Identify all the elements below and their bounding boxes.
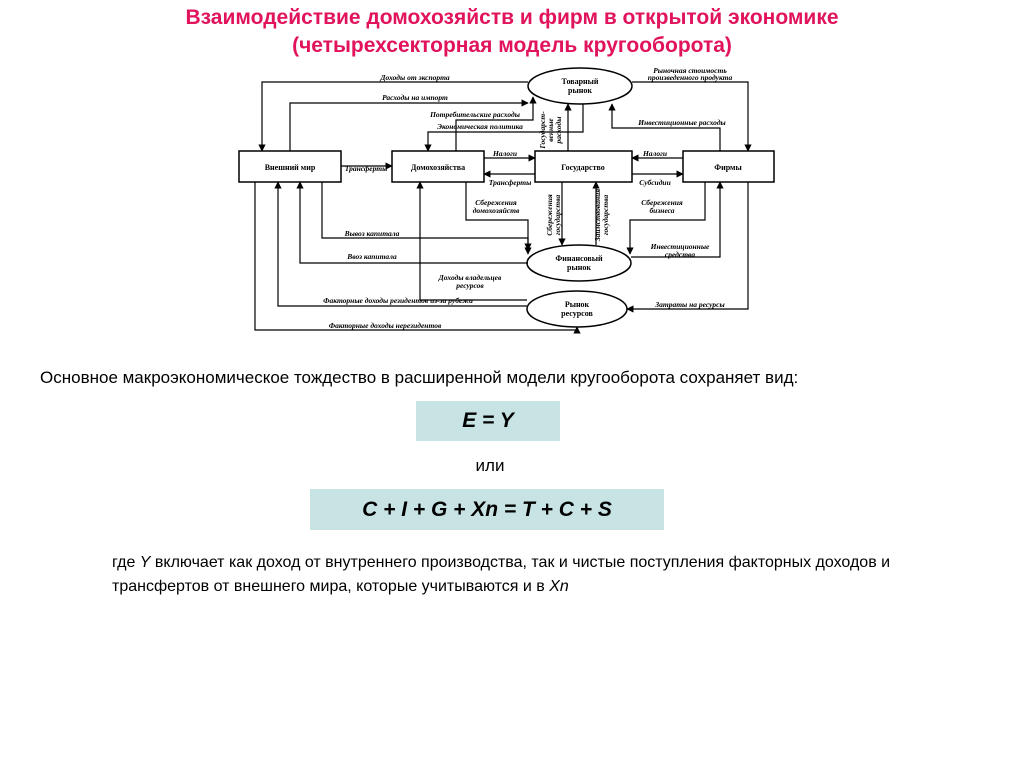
flow-business-savings-1: Сбережения — [641, 198, 683, 207]
flow-household-savings-1: Сбережения — [475, 198, 517, 207]
flow-subsidies: Субсидии — [639, 178, 671, 187]
svg-text:Государство: Государство — [561, 163, 605, 172]
flow-gov-borrowing-2: государства — [601, 194, 610, 235]
flow-taxes-households: Налоги — [492, 149, 517, 158]
svg-text:Внешний мир: Внешний мир — [265, 163, 316, 172]
government-box: Государство — [534, 150, 633, 183]
world-box: Внешний мир — [238, 150, 342, 183]
firms-box: Фирмы — [682, 150, 775, 183]
note-xn: Xn — [549, 578, 569, 595]
flow-export-income: Доходы от экспорта — [379, 73, 450, 82]
title-line-1: Взаимодействие домохозяйств и фирм в отк… — [185, 6, 839, 29]
flow-transfers-world: Трансферты — [345, 164, 388, 173]
flow-transfers-gov: Трансферты — [489, 178, 532, 187]
svg-text:рынок: рынок — [568, 86, 592, 95]
note-part-2: включает как доход от внутреннего произв… — [112, 554, 891, 595]
explanation-note: где Y включает как доход от внутреннего … — [112, 551, 932, 599]
flow-household-savings-2: домохозяйств — [473, 206, 520, 215]
identity-intro: Основное макроэкономическое тождество в … — [40, 368, 799, 387]
flow-capital-inflow: Ввоз капитала — [346, 252, 397, 261]
flow-factor-income-nonresidents: Факторные доходы нерезидентов — [329, 321, 442, 330]
or-label: или — [475, 456, 505, 475]
flow-gov-spending-3: расходы — [554, 117, 563, 145]
flow-capital-outflow: Вывоз капитала — [344, 229, 400, 238]
flow-gov-spending-1: Государст- — [538, 111, 547, 150]
formula-e-equals-y: E = Y — [416, 401, 560, 441]
flow-gov-spending-2: венные — [546, 118, 555, 142]
svg-text:Рынок: Рынок — [565, 300, 590, 309]
svg-text:Домохозяйства: Домохозяйства — [411, 163, 465, 172]
svg-text:Финансовый: Финансовый — [555, 254, 603, 263]
formula-expanded: C + I + G + Xn = T + C + S — [310, 489, 664, 530]
flow-factor-income-abroad: Факторные доходы резидентов из-за рубежа — [323, 296, 473, 305]
flow-investment-spending: Инвестиционные расходы — [637, 118, 726, 127]
flow-resource-costs: Затраты на ресурсы — [654, 300, 724, 309]
page-title: Взаимодействие домохозяйств и фирм в отк… — [0, 4, 1024, 60]
note-y: Y — [139, 554, 151, 571]
flow-taxes-firms: Налоги — [642, 149, 667, 158]
flow-consumer-spending: Потребительские расходы — [429, 110, 520, 119]
flow-investment-funds-1: Инвестиционные — [650, 242, 710, 251]
flow-import-expenses: Расходы на импорт — [382, 93, 448, 102]
circular-flow-diagram: Внешний мир Домохозяйства Государство Фи… — [238, 66, 775, 334]
title-line-2: (четырехсекторная модель кругооборота) — [292, 34, 732, 57]
households-box: Домохозяйства — [391, 150, 485, 183]
flow-market-value-1: Рыночная стоимость — [653, 66, 727, 75]
flow-market-value-2: произведенного продукта — [648, 73, 733, 82]
svg-text:ресурсов: ресурсов — [561, 309, 593, 318]
flow-economic-policy: Экономическая политика — [437, 122, 523, 131]
flow-resource-income-1: Доходы владельцев — [438, 273, 502, 282]
svg-text:Фирмы: Фирмы — [714, 163, 742, 172]
flow-resource-income-2: ресурсов — [455, 281, 484, 290]
flow-business-savings-2: бизнеса — [649, 206, 674, 215]
goods-market-ellipse: Товарный рынок — [527, 67, 633, 105]
svg-text:Товарный: Товарный — [561, 77, 598, 86]
flow-investment-funds-2: средства — [665, 250, 695, 259]
flow-gov-borrowing-1: Заимствования — [593, 189, 602, 242]
flow-gov-savings-2: государства — [553, 194, 562, 235]
note-part-1: где — [112, 554, 140, 571]
flow-gov-savings-1: Сбережения — [545, 194, 554, 236]
financial-market-ellipse: Финансовый рынок — [526, 244, 632, 282]
resource-market-ellipse: Рынок ресурсов — [526, 290, 628, 328]
svg-text:рынок: рынок — [567, 263, 591, 272]
